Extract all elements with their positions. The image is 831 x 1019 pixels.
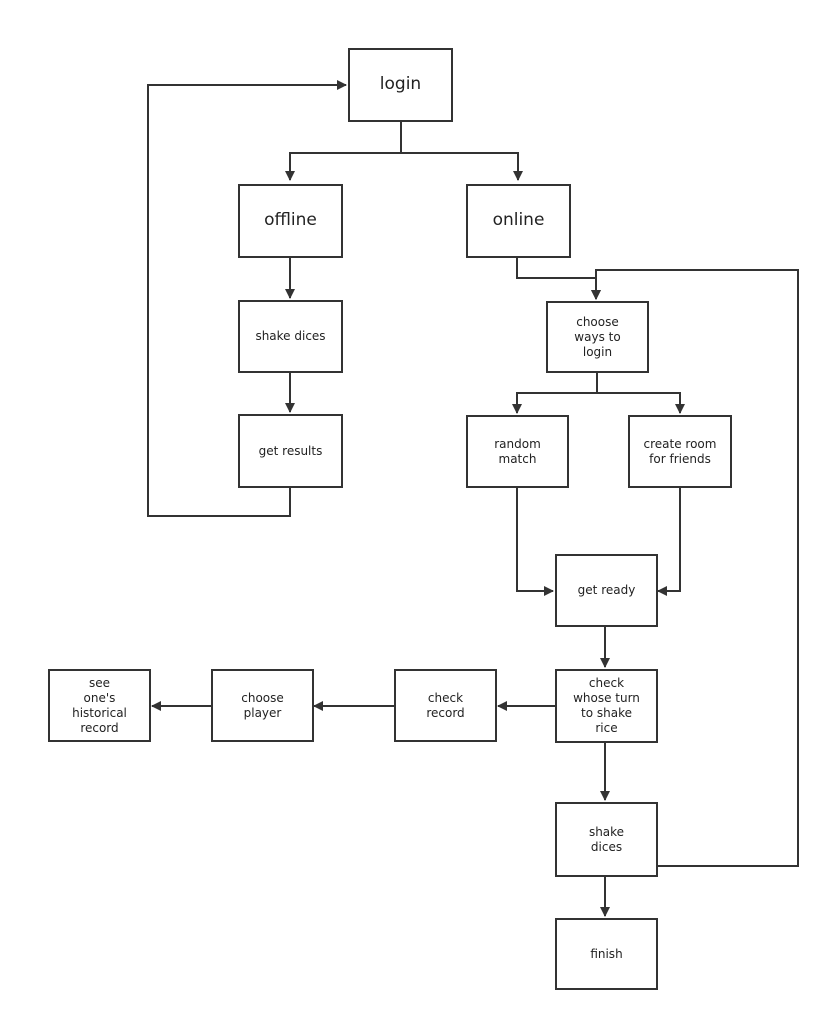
edge-login-offline [285, 121, 402, 181]
node-finish-label: finish [590, 946, 623, 961]
node-shake-dices-offline-label: shake dices [255, 329, 326, 343]
node-choose-player: choose player [211, 669, 314, 742]
node-get-ready-label: get ready [577, 583, 636, 597]
node-check-record-label: check record [426, 690, 465, 720]
edge-finish-choose [591, 269, 799, 867]
node-finish: finish [555, 918, 658, 990]
edge-choose-random [512, 372, 598, 414]
node-check-turn-label: check whose turn to shake rice [573, 676, 640, 735]
node-get-ready: get ready [555, 554, 658, 627]
node-choose-ways: choose ways to login [546, 301, 649, 373]
edge-results-login [147, 80, 347, 517]
node-shake-dices-offline: shake dices [238, 300, 343, 373]
node-check-turn: check whose turn to shake rice [555, 669, 658, 743]
node-create-room-label: create room for friends [643, 436, 717, 466]
node-historical-record: see one's historical record [48, 669, 151, 742]
node-create-room: create room for friends [628, 415, 732, 488]
node-offline: offline [238, 184, 343, 258]
node-random-match-label: random match [494, 436, 541, 466]
node-online-label: online [492, 210, 545, 231]
node-historical-record-label: see one's historical record [72, 675, 127, 735]
edge-choose-create [597, 392, 685, 414]
edge-login-online [401, 152, 523, 181]
node-choose-ways-label: choose ways to login [574, 314, 621, 359]
node-check-record: check record [394, 669, 497, 742]
node-login-label: login [379, 74, 422, 95]
node-offline-label: offline [264, 210, 317, 231]
node-login: login [348, 48, 453, 122]
edge-create-ready [657, 487, 681, 596]
node-shake-dices-online: shake dices [555, 802, 658, 877]
node-random-match: random match [466, 415, 569, 488]
node-online: online [466, 184, 571, 258]
edge-online-choose [516, 258, 601, 300]
node-get-results: get results [238, 414, 343, 488]
node-shake-dices-online-label: shake dices [588, 824, 625, 854]
node-choose-player-label: choose player [241, 690, 284, 720]
node-get-results-label: get results [258, 443, 323, 458]
edge-random-ready [516, 487, 554, 596]
